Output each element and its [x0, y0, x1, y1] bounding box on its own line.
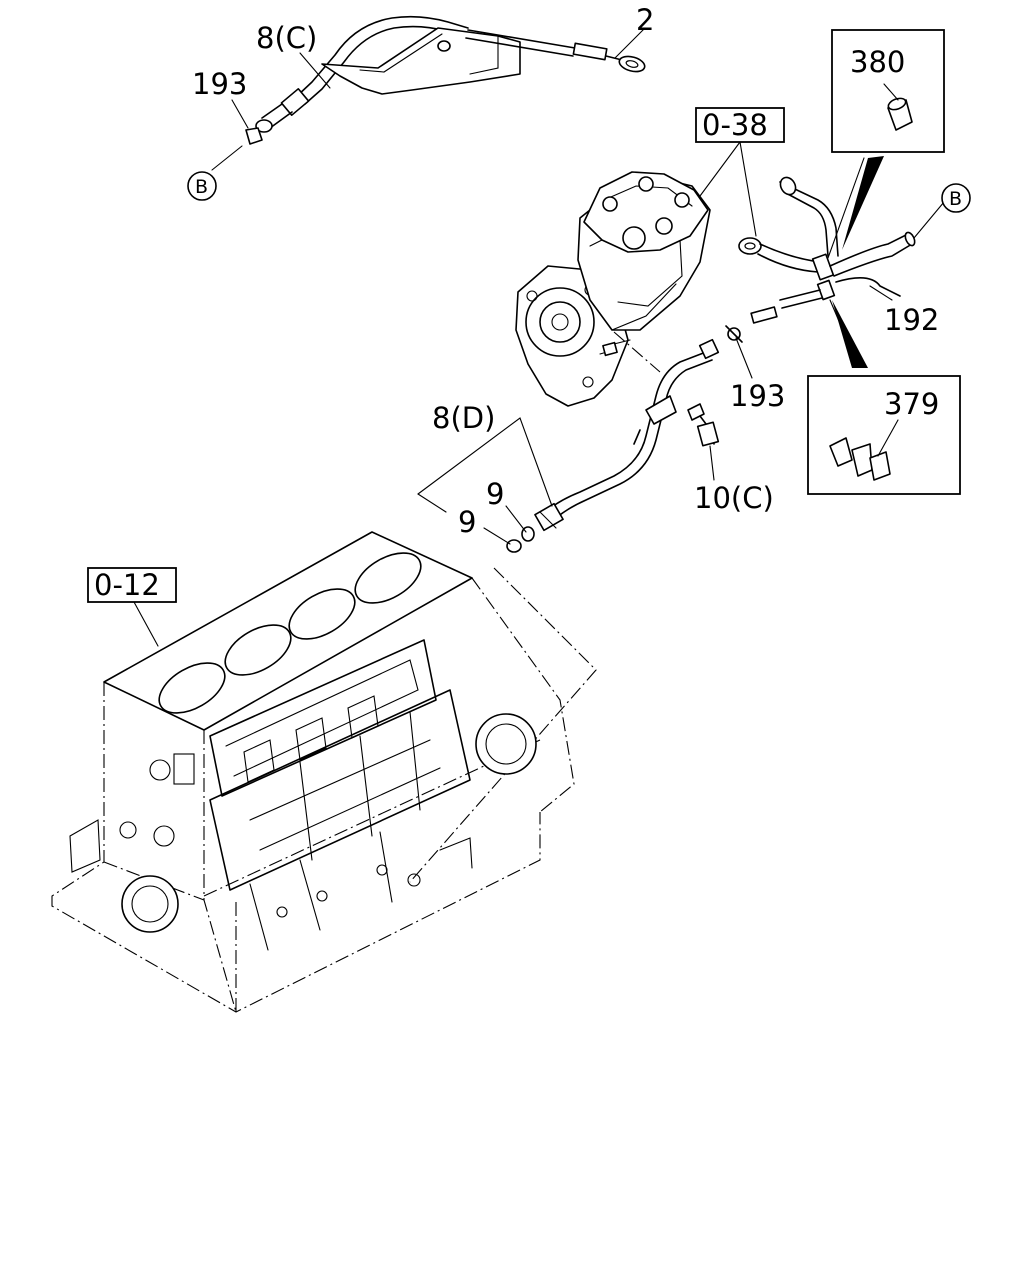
- label-part-8c: 8(C): [256, 21, 317, 55]
- label-callout-b-top: B: [195, 176, 208, 198]
- label-part-193-top: 193: [192, 67, 247, 101]
- inset-box-380: [831, 29, 945, 153]
- label-part-8d: 8(D): [432, 401, 495, 435]
- ref-box-0-38: [695, 107, 785, 143]
- label-ref-0-12: 0-12: [94, 568, 160, 602]
- label-part-2: 2: [636, 3, 654, 37]
- oil-gauge-tube-assembly: [211, 15, 646, 171]
- ref-box-0-12: [87, 567, 177, 603]
- label-callout-b-right: B: [949, 188, 962, 210]
- air-pipe-assembly: [409, 157, 945, 883]
- callout-b-right: [941, 183, 971, 213]
- label-part-380: 380: [850, 45, 905, 79]
- callout-b-top: [187, 171, 217, 201]
- label-part-192: 192: [884, 303, 939, 337]
- pointer-380: [842, 156, 884, 250]
- cylinder-block: [51, 531, 575, 1013]
- pointer-379: [832, 300, 868, 368]
- label-part-10c: 10(C): [694, 481, 774, 515]
- inset-box-379: [807, 375, 961, 495]
- label-part-193-mid: 193: [730, 379, 785, 413]
- label-part-9a: 9: [486, 477, 504, 511]
- air-compressor-assembly: [515, 141, 757, 407]
- label-part-379: 379: [884, 387, 939, 421]
- label-ref-0-38: 0-38: [702, 108, 768, 142]
- label-part-9b: 9: [458, 505, 476, 539]
